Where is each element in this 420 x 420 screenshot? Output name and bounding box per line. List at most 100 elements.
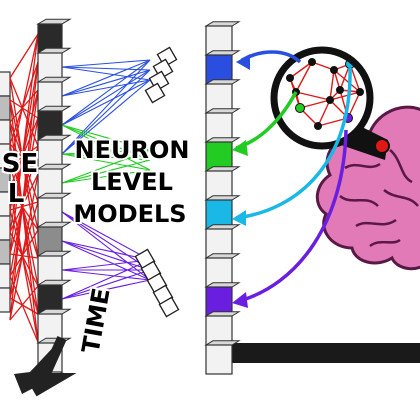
neuron-cell <box>0 71 11 97</box>
lens-connection <box>295 61 313 93</box>
neuron-cell <box>205 83 233 114</box>
left-label-line-1: SE <box>2 149 39 179</box>
connection-line <box>61 149 151 184</box>
lens-connection <box>329 91 361 101</box>
connection-line <box>61 124 151 161</box>
neuron-cell <box>0 215 11 241</box>
connection-line <box>61 269 151 281</box>
connection-line <box>9 285 39 321</box>
connection-line <box>9 33 39 167</box>
connection-line <box>9 143 39 175</box>
connection-line <box>61 269 151 300</box>
cell-top-face <box>204 21 241 27</box>
connection-line <box>61 124 151 151</box>
connection-line <box>9 173 39 321</box>
arrow-head <box>236 54 250 70</box>
connection-line <box>61 240 151 281</box>
connection-line <box>61 59 151 126</box>
lens-connection <box>289 61 313 79</box>
lens-connection <box>299 99 331 109</box>
connection-line <box>9 231 39 287</box>
neuron-cell <box>0 239 11 265</box>
neuron-cell <box>205 112 233 143</box>
connection-line <box>61 66 151 71</box>
connection-line <box>9 99 39 119</box>
connection-line <box>9 209 39 315</box>
center-label-line-1: NEURON <box>75 136 190 164</box>
cell-top-face <box>36 18 72 25</box>
lens-node <box>295 103 305 113</box>
connection-line <box>61 69 151 155</box>
left-label-line-2: L <box>8 179 25 209</box>
neuron-cell <box>0 95 11 121</box>
connection-line <box>61 211 151 281</box>
connection-line <box>61 211 151 271</box>
connection-line <box>9 143 39 287</box>
output-arrow-bar <box>228 343 420 363</box>
connection-line <box>61 259 151 300</box>
center-label-line-3: MODELS <box>73 200 186 228</box>
neuron-cell <box>0 119 11 145</box>
model-cell <box>144 82 166 104</box>
connection-line <box>61 79 151 155</box>
connection-line <box>9 99 39 231</box>
lens-node <box>336 86 344 94</box>
arrow-head <box>232 210 246 226</box>
connection-line <box>61 69 151 97</box>
time-label: TIME <box>77 286 116 355</box>
neuron-cell <box>205 25 233 56</box>
center-label: NEURON LEVEL MODELS <box>71 134 191 230</box>
dense-connections <box>9 33 39 343</box>
neuron-cell <box>205 54 233 85</box>
neuron-cell <box>205 286 233 317</box>
connection-line <box>61 149 151 155</box>
green-neuron-connections <box>61 124 151 184</box>
left-label: SE L <box>0 147 40 211</box>
connection-line <box>61 59 151 68</box>
connection-line <box>9 275 39 343</box>
connection-line <box>61 153 151 161</box>
lens-connection <box>333 69 361 93</box>
connection-line <box>61 59 151 97</box>
connection-line <box>9 89 39 123</box>
connection-line <box>61 153 151 171</box>
connection-line <box>61 240 151 271</box>
lens-node <box>326 96 334 104</box>
connection-line <box>9 229 39 277</box>
connection-line <box>61 259 151 271</box>
lens-connection <box>317 117 349 127</box>
time-arrow-icon <box>14 335 77 397</box>
neuron-model-stack-top <box>144 46 178 104</box>
connection-line <box>9 145 39 167</box>
lens-focus-dot <box>374 138 390 154</box>
connection-line <box>61 66 151 81</box>
connection-line <box>9 187 39 231</box>
neuron-model-stack-bottom <box>134 248 180 318</box>
neuron-cell <box>205 257 233 288</box>
connection-line <box>9 77 39 147</box>
center-label-line-2: LEVEL <box>91 168 173 196</box>
lens-node <box>356 88 364 96</box>
connection-line <box>61 59 151 155</box>
connection-line <box>9 33 39 255</box>
lens-node <box>314 122 322 130</box>
neuron-cell <box>205 228 233 259</box>
neuron-cell <box>205 141 233 172</box>
lens-connection <box>329 69 335 101</box>
connection-line <box>9 253 39 259</box>
right-neuron-column <box>204 21 241 375</box>
blue-neuron-connections <box>61 59 151 155</box>
connection-line <box>9 117 39 189</box>
neuron-cell <box>205 344 233 375</box>
middle-neuron-column <box>36 18 72 373</box>
connection-line <box>61 159 151 184</box>
lens-node <box>330 66 338 74</box>
lens-connection <box>295 91 331 101</box>
violet-neuron-connections <box>61 211 151 300</box>
magnifier-lens-icon <box>270 46 374 150</box>
neuron-cell <box>0 287 11 313</box>
connection-line <box>61 69 151 126</box>
neuron-cell <box>0 263 11 289</box>
arrow-heads <box>232 54 250 308</box>
